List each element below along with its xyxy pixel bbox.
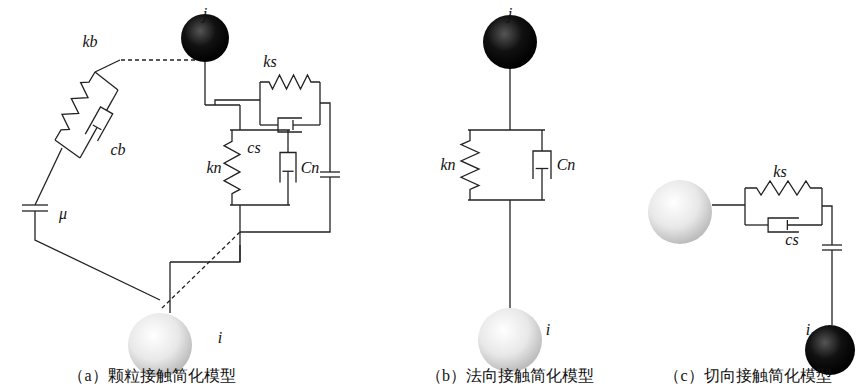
wire: [831, 250, 832, 325]
dashpot-symbol: [541, 169, 542, 201]
wire: [509, 69, 510, 130]
symbol-label: Cn: [557, 157, 576, 173]
wire: [259, 82, 260, 125]
dashpot-symbol: [85, 107, 112, 141]
dashpot-symbol: [287, 130, 288, 153]
symbol-label: i: [218, 330, 222, 346]
symbol-label: kn: [206, 160, 221, 176]
subfigure-caption: （a）颗粒接触简化模型: [68, 368, 235, 384]
dashpot-symbol: [287, 171, 288, 205]
subfigure-caption: （b）法向接触简化模型: [426, 368, 594, 384]
leader: [120, 59, 195, 60]
wire: [95, 60, 120, 72]
dashpot-symbol: [293, 124, 320, 125]
symbol-label: ks: [773, 164, 786, 180]
wire: [230, 129, 290, 130]
dashpot-symbol: [260, 124, 278, 125]
spring-symbol: [55, 72, 95, 140]
symbol-label: cs: [785, 232, 798, 248]
wire: [205, 104, 240, 105]
dashpot-symbol: [107, 90, 118, 110]
slider-symbol: [822, 244, 842, 245]
dashpot-symbol: [787, 224, 822, 225]
dashpot-symbol: [745, 224, 768, 225]
wire: [239, 105, 240, 130]
slider-symbol: [22, 204, 48, 205]
particle-j: [483, 15, 537, 69]
symbol-label: kb: [82, 34, 97, 50]
wire: [822, 206, 832, 245]
wire: [509, 200, 510, 308]
slider-symbol: [320, 171, 340, 172]
wire: [239, 205, 240, 240]
wire: [240, 177, 330, 232]
symbol-label: cb: [110, 142, 125, 158]
dashpot-symbol: [80, 127, 97, 158]
symbol-label: ks: [263, 54, 276, 70]
wire: [35, 211, 160, 300]
symbol-label: j: [203, 6, 207, 22]
wire: [35, 148, 62, 205]
spring-symbol: [224, 130, 240, 205]
wire: [95, 72, 118, 90]
symbol-label: i: [546, 322, 550, 338]
wire: [169, 262, 170, 313]
wire: [170, 245, 240, 262]
symbol-label: j: [508, 6, 512, 22]
wire: [320, 103, 330, 172]
dashpot-symbol: [93, 125, 102, 130]
symbol-label: kn: [440, 157, 455, 173]
symbol-label: μ: [59, 206, 67, 222]
particle: [648, 180, 712, 244]
spring-symbol: [461, 130, 479, 200]
spring-symbol: [260, 75, 320, 89]
symbol-label: Cn: [301, 160, 320, 176]
symbol-label: i: [806, 322, 810, 338]
wire: [468, 199, 545, 200]
wire: [204, 62, 205, 105]
dashpot-symbol: [541, 130, 542, 151]
spring-symbol: [745, 181, 822, 195]
wire: [215, 100, 260, 105]
wire: [230, 204, 290, 205]
wire: [712, 204, 745, 205]
particle-i: [478, 308, 542, 372]
wire: [744, 188, 745, 225]
symbol-label: cs: [247, 140, 260, 156]
wire: [468, 129, 545, 130]
leader: [160, 232, 240, 310]
subfigure-caption: （c）切向接触简化模型: [664, 368, 831, 384]
